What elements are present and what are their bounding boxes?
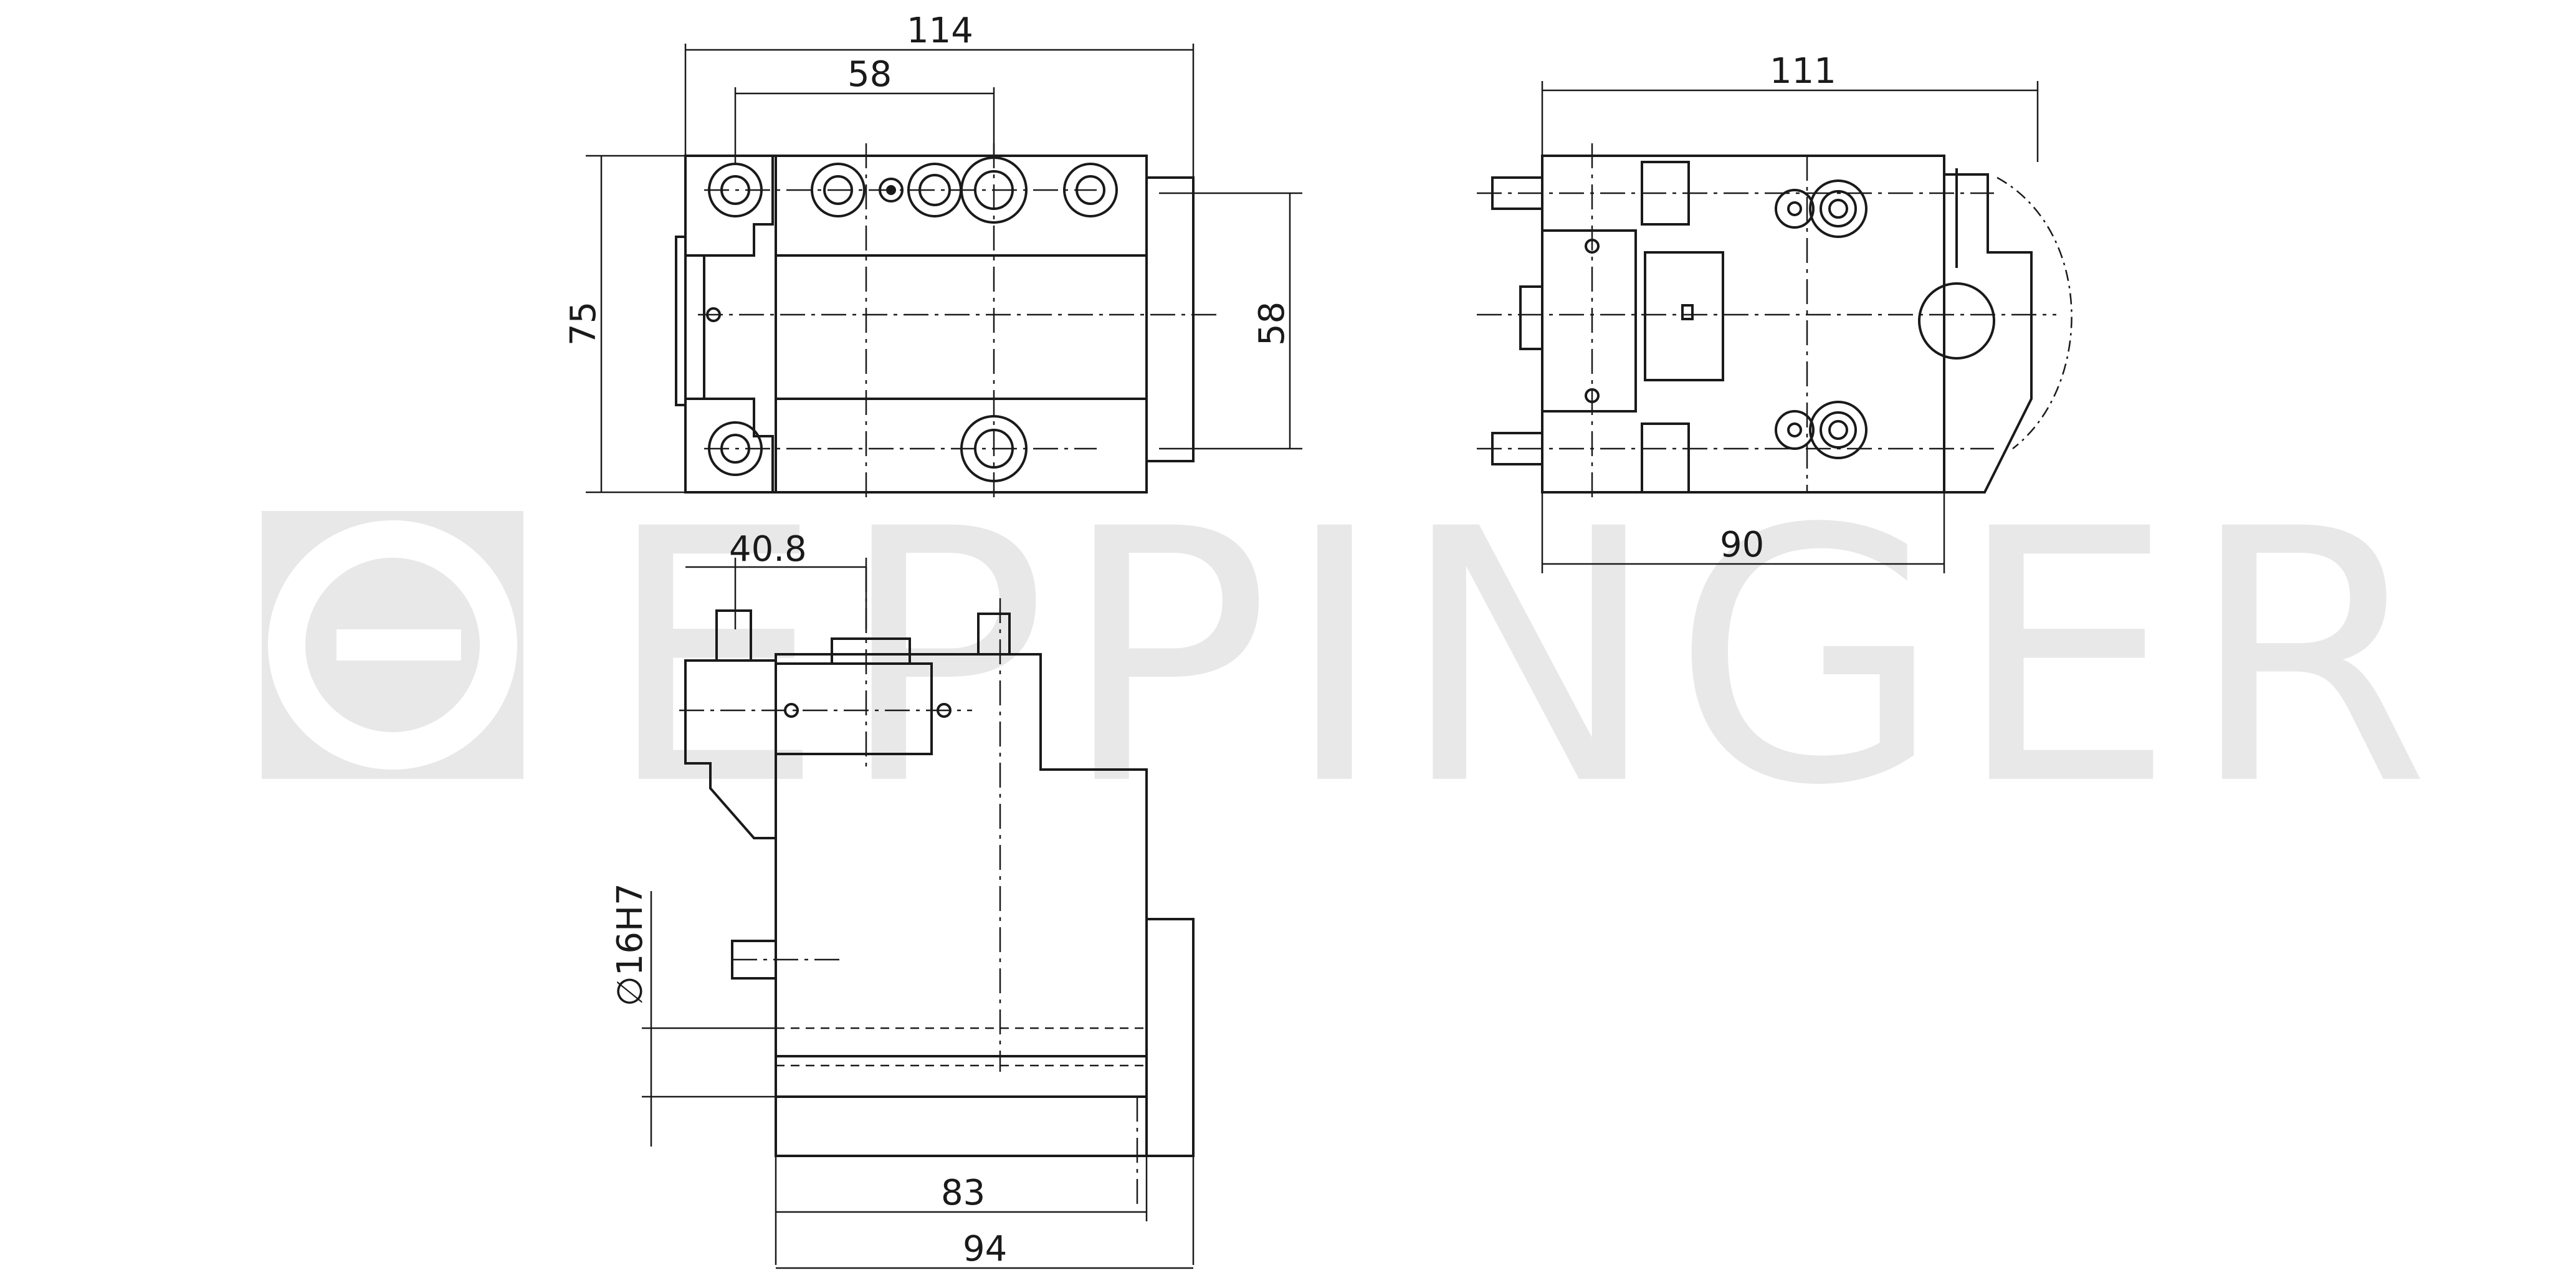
dim-side-view-base: 90 [1720,525,1764,565]
watermark-text: EPPINGER [604,456,2443,862]
top-view-left-clamp [684,155,774,257]
dim-top-view-width: 114 [907,11,973,51]
side-view-body [1541,155,2033,494]
dim-top-view-right-height: 58 [1252,302,1292,346]
dim-top-view-height: 75 [563,302,604,346]
watermark-logo-bar [336,629,461,661]
dim-side-view-width: 111 [1770,51,1836,92]
dim-front-view-body: 83 [941,1173,985,1213]
watermark-logo-ring [268,520,517,770]
watermark: EPPINGER [262,456,2443,862]
dim-top-view-inner: 58 [847,54,892,95]
top-view: 114 58 75 58 [563,11,1302,499]
front-view: 40.8 ∅16H7 83 94 [610,529,1195,1269]
side-view: 111 90 [1477,51,2073,573]
top-view-holes [706,156,1118,482]
dim-front-view-bore: ∅16H7 [610,883,651,1006]
dim-front-view-total: 94 [963,1229,1007,1269]
dim-front-view-offset: 40.8 [729,529,807,570]
top-view-right-tab [1145,176,1195,462]
side-view-holes [1585,179,1868,459]
